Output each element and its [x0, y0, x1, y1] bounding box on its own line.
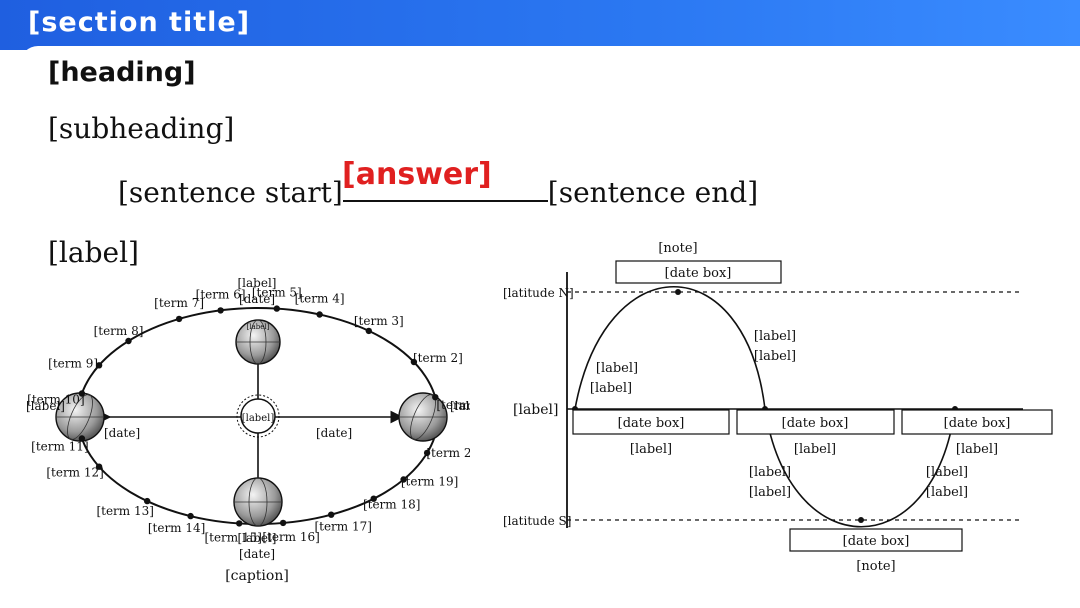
sun-icon: [label]: [236, 394, 280, 438]
solar-term-label: [term 15]: [204, 530, 262, 544]
top-note: [note]: [658, 241, 697, 256]
sentence-before: [sentence start]: [118, 176, 343, 209]
globe-bottom-icon: [233, 477, 283, 527]
solar-term-label: [term 8]: [94, 324, 144, 338]
sentence-after: [sentence end]: [547, 176, 759, 209]
move-south-2: [label]: [749, 465, 791, 480]
box-winter: [789, 528, 963, 552]
fill-blank-sentence: [sentence start] [sentence end]: [118, 172, 758, 209]
move-south-1: [label]: [754, 329, 796, 344]
box-spring-1: [572, 409, 730, 435]
equal-label-3: [label]: [956, 442, 998, 457]
sun-label: [label]: [242, 413, 275, 424]
solar-term-dot: [432, 394, 439, 401]
solar-term-dot: [78, 390, 86, 397]
nh-shorter-2: [label]: [749, 485, 791, 500]
solar-term-dot: [273, 305, 280, 312]
bottom-note: [note]: [856, 559, 895, 574]
solar-term-label: [term 3]: [354, 314, 404, 328]
nh-longer-1: [label]: [590, 381, 632, 396]
box-spring-2: [901, 409, 1053, 435]
solar-term-label: [term 2]: [413, 351, 463, 365]
solar-term-dot: [217, 307, 224, 314]
solar-term-dot: [316, 311, 323, 318]
solar-term-dot: [365, 327, 372, 335]
solar-term-dot: [236, 520, 243, 527]
globe-right-icon: [398, 392, 448, 442]
box-winter-text: [date box]: [843, 534, 910, 549]
solar-term-label: [term 6]: [196, 287, 246, 301]
summer-term: [label]: [26, 399, 65, 413]
nh-longer-2: [label]: [926, 485, 968, 500]
globe-top-icon: [label]: [235, 319, 281, 365]
nh-shorter-1: [label]: [754, 349, 796, 364]
solar-term-label: [term 20]: [426, 446, 470, 460]
orbit-diagram: [label] [label] [label] [date] [label] […: [26, 276, 470, 584]
winter-term: [label]: [450, 399, 470, 413]
equal-label-1: [label]: [630, 442, 672, 457]
answer-blank: [342, 172, 548, 202]
box-autumn: [736, 409, 895, 435]
lat-north-label: [latitude N]: [503, 286, 574, 300]
solar-term-dot: [423, 449, 431, 457]
solar-term-label: [term 7]: [154, 296, 204, 310]
autumn-date: [date]: [239, 547, 275, 561]
winter-date: [date]: [316, 426, 352, 440]
header-bar: [section title]: [0, 0, 1080, 50]
subsection-day-night: [subheading]: [48, 112, 235, 145]
solar-term-label: [term 5]: [252, 286, 302, 300]
solar-terms: [term 1] [term 2] [term 3] [term 4][term 5]…: [27, 286, 470, 545]
solar-term-label: [term 13]: [96, 504, 154, 518]
lat-south-label: [latitude S]: [503, 514, 571, 528]
solar-term-label: [term 10]: [27, 393, 85, 407]
box-autumn-text: [date box]: [782, 416, 849, 431]
example-note: [label]: [48, 236, 139, 269]
globe-top-label: [label]: [247, 323, 270, 331]
blank-answer: [answer]: [342, 157, 492, 192]
solar-term-dot: [400, 476, 407, 483]
spring-term: [label]: [238, 276, 277, 290]
solar-term-label: [term 9]: [48, 356, 98, 370]
page-title: [section title]: [28, 7, 251, 38]
equator-label: [label]: [513, 402, 558, 418]
globe-left-icon: [55, 392, 105, 442]
solar-term-dot: [328, 511, 335, 518]
summer-dot: [675, 289, 681, 295]
autumn-term: [label]: [238, 531, 277, 545]
spring-date: [date]: [239, 292, 275, 306]
solar-term-dot: [279, 519, 287, 527]
solar-term-dot: [175, 315, 183, 323]
box-spring-2-text: [date box]: [944, 416, 1011, 431]
equal-label-2: [label]: [794, 442, 836, 457]
solar-term-dot: [125, 337, 132, 345]
solar-term-label: [term 16]: [262, 530, 320, 544]
box-summer: [615, 260, 782, 284]
solar-term-dot: [95, 463, 103, 470]
solar-term-label: [term 1]: [436, 398, 470, 412]
winter-dot: [858, 517, 864, 523]
solar-term-dot: [370, 495, 377, 502]
move-north-1: [label]: [596, 361, 638, 376]
content-card: [20, 46, 1080, 608]
box-spring-1-text: [date box]: [618, 416, 685, 431]
sun-path-diagram: [latitude N] [label] [latitude S] [note]…: [503, 241, 1053, 574]
solar-term-dot: [410, 358, 418, 366]
solar-term-label: [term 14]: [148, 521, 206, 535]
solar-term-label: [term 18]: [363, 498, 421, 512]
solar-term-label: [term 4]: [295, 292, 345, 306]
solar-term-dot: [78, 435, 86, 442]
solar-term-label: [term 17]: [314, 520, 372, 534]
solar-term-dot: [144, 497, 151, 505]
diagram-caption: [caption]: [225, 568, 289, 584]
solar-term-dot: [95, 362, 103, 369]
solar-term-dot: [187, 512, 194, 520]
box-summer-text: [date box]: [665, 266, 732, 281]
solar-term-label: [term 19]: [401, 475, 459, 489]
solar-term-label: [term 12]: [46, 466, 104, 480]
section-heading: [heading]: [48, 57, 196, 88]
summer-date: [date]: [104, 426, 140, 440]
solar-term-label: [term 11]: [31, 440, 89, 454]
move-north-2: [label]: [926, 465, 968, 480]
